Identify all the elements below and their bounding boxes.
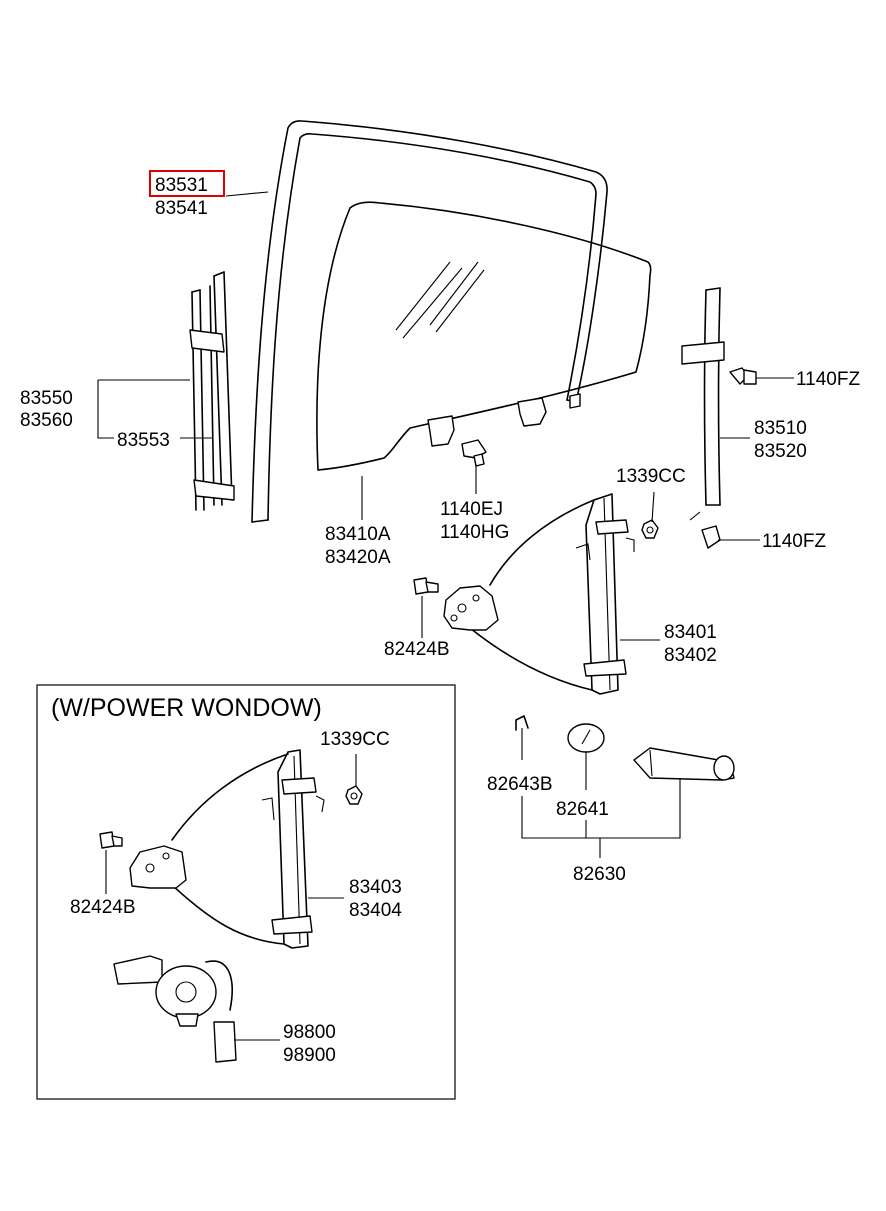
label-83510[interactable]: 83510 <box>754 418 807 439</box>
label-98900[interactable]: 98900 <box>283 1045 336 1066</box>
label-83403[interactable]: 83403 <box>349 877 402 898</box>
label-83541[interactable]: 83541 <box>155 198 208 219</box>
label-82643b[interactable]: 82643B <box>487 774 553 795</box>
label-83550[interactable]: 83550 <box>20 388 73 409</box>
washer-82641-icon <box>567 723 605 753</box>
bolt-1140ej-icon <box>461 439 487 467</box>
label-1140hg[interactable]: 1140HG <box>440 522 509 543</box>
bolt-82424b-inset-icon <box>99 831 123 849</box>
bolt-1140fz-bottom-icon <box>701 525 721 549</box>
label-1140fz-top[interactable]: 1140FZ <box>796 369 860 390</box>
label-83553[interactable]: 83553 <box>117 430 170 451</box>
glass-run-channel <box>251 120 608 523</box>
manual-window-regulator <box>443 493 635 695</box>
window-motor-icon <box>113 955 237 1063</box>
rear-channel <box>681 287 725 521</box>
bolt-82424b-top-icon <box>413 577 439 595</box>
label-83520[interactable]: 83520 <box>754 441 807 462</box>
label-83401[interactable]: 83401 <box>664 622 717 643</box>
front-channel <box>189 271 235 511</box>
leader-lines <box>97 191 794 1041</box>
label-1140ej[interactable]: 1140EJ <box>440 499 503 520</box>
label-1140fz-bottom[interactable]: 1140FZ <box>762 531 826 552</box>
power-window-inset-box <box>36 684 456 1100</box>
label-82424b-inset[interactable]: 82424B <box>70 897 136 918</box>
label-83404[interactable]: 83404 <box>349 900 402 921</box>
door-glass <box>316 201 652 471</box>
label-1339cc-top[interactable]: 1339CC <box>616 466 686 487</box>
clip-82643b-icon <box>515 715 529 731</box>
power-window-regulator <box>129 749 325 949</box>
label-83560[interactable]: 83560 <box>20 410 73 431</box>
label-82424b-top[interactable]: 82424B <box>384 639 450 660</box>
inset-title: (W/POWER WONDOW) <box>51 694 322 722</box>
label-82630[interactable]: 82630 <box>573 864 626 885</box>
label-83420a[interactable]: 83420A <box>325 547 391 568</box>
label-83402[interactable]: 83402 <box>664 645 717 666</box>
label-83410a[interactable]: 83410A <box>325 524 391 545</box>
highlight-83531 <box>149 170 225 197</box>
nut-1339cc-top-icon <box>641 519 659 539</box>
label-82641[interactable]: 82641 <box>556 799 609 820</box>
bolt-1140fz-top-icon <box>729 367 757 385</box>
label-83531[interactable]: 83531 <box>155 175 208 196</box>
label-1339cc-inset[interactable]: 1339CC <box>320 729 390 750</box>
label-98800[interactable]: 98800 <box>283 1022 336 1043</box>
nut-1339cc-inset-icon <box>345 785 363 805</box>
handle-82630-icon <box>633 747 735 781</box>
